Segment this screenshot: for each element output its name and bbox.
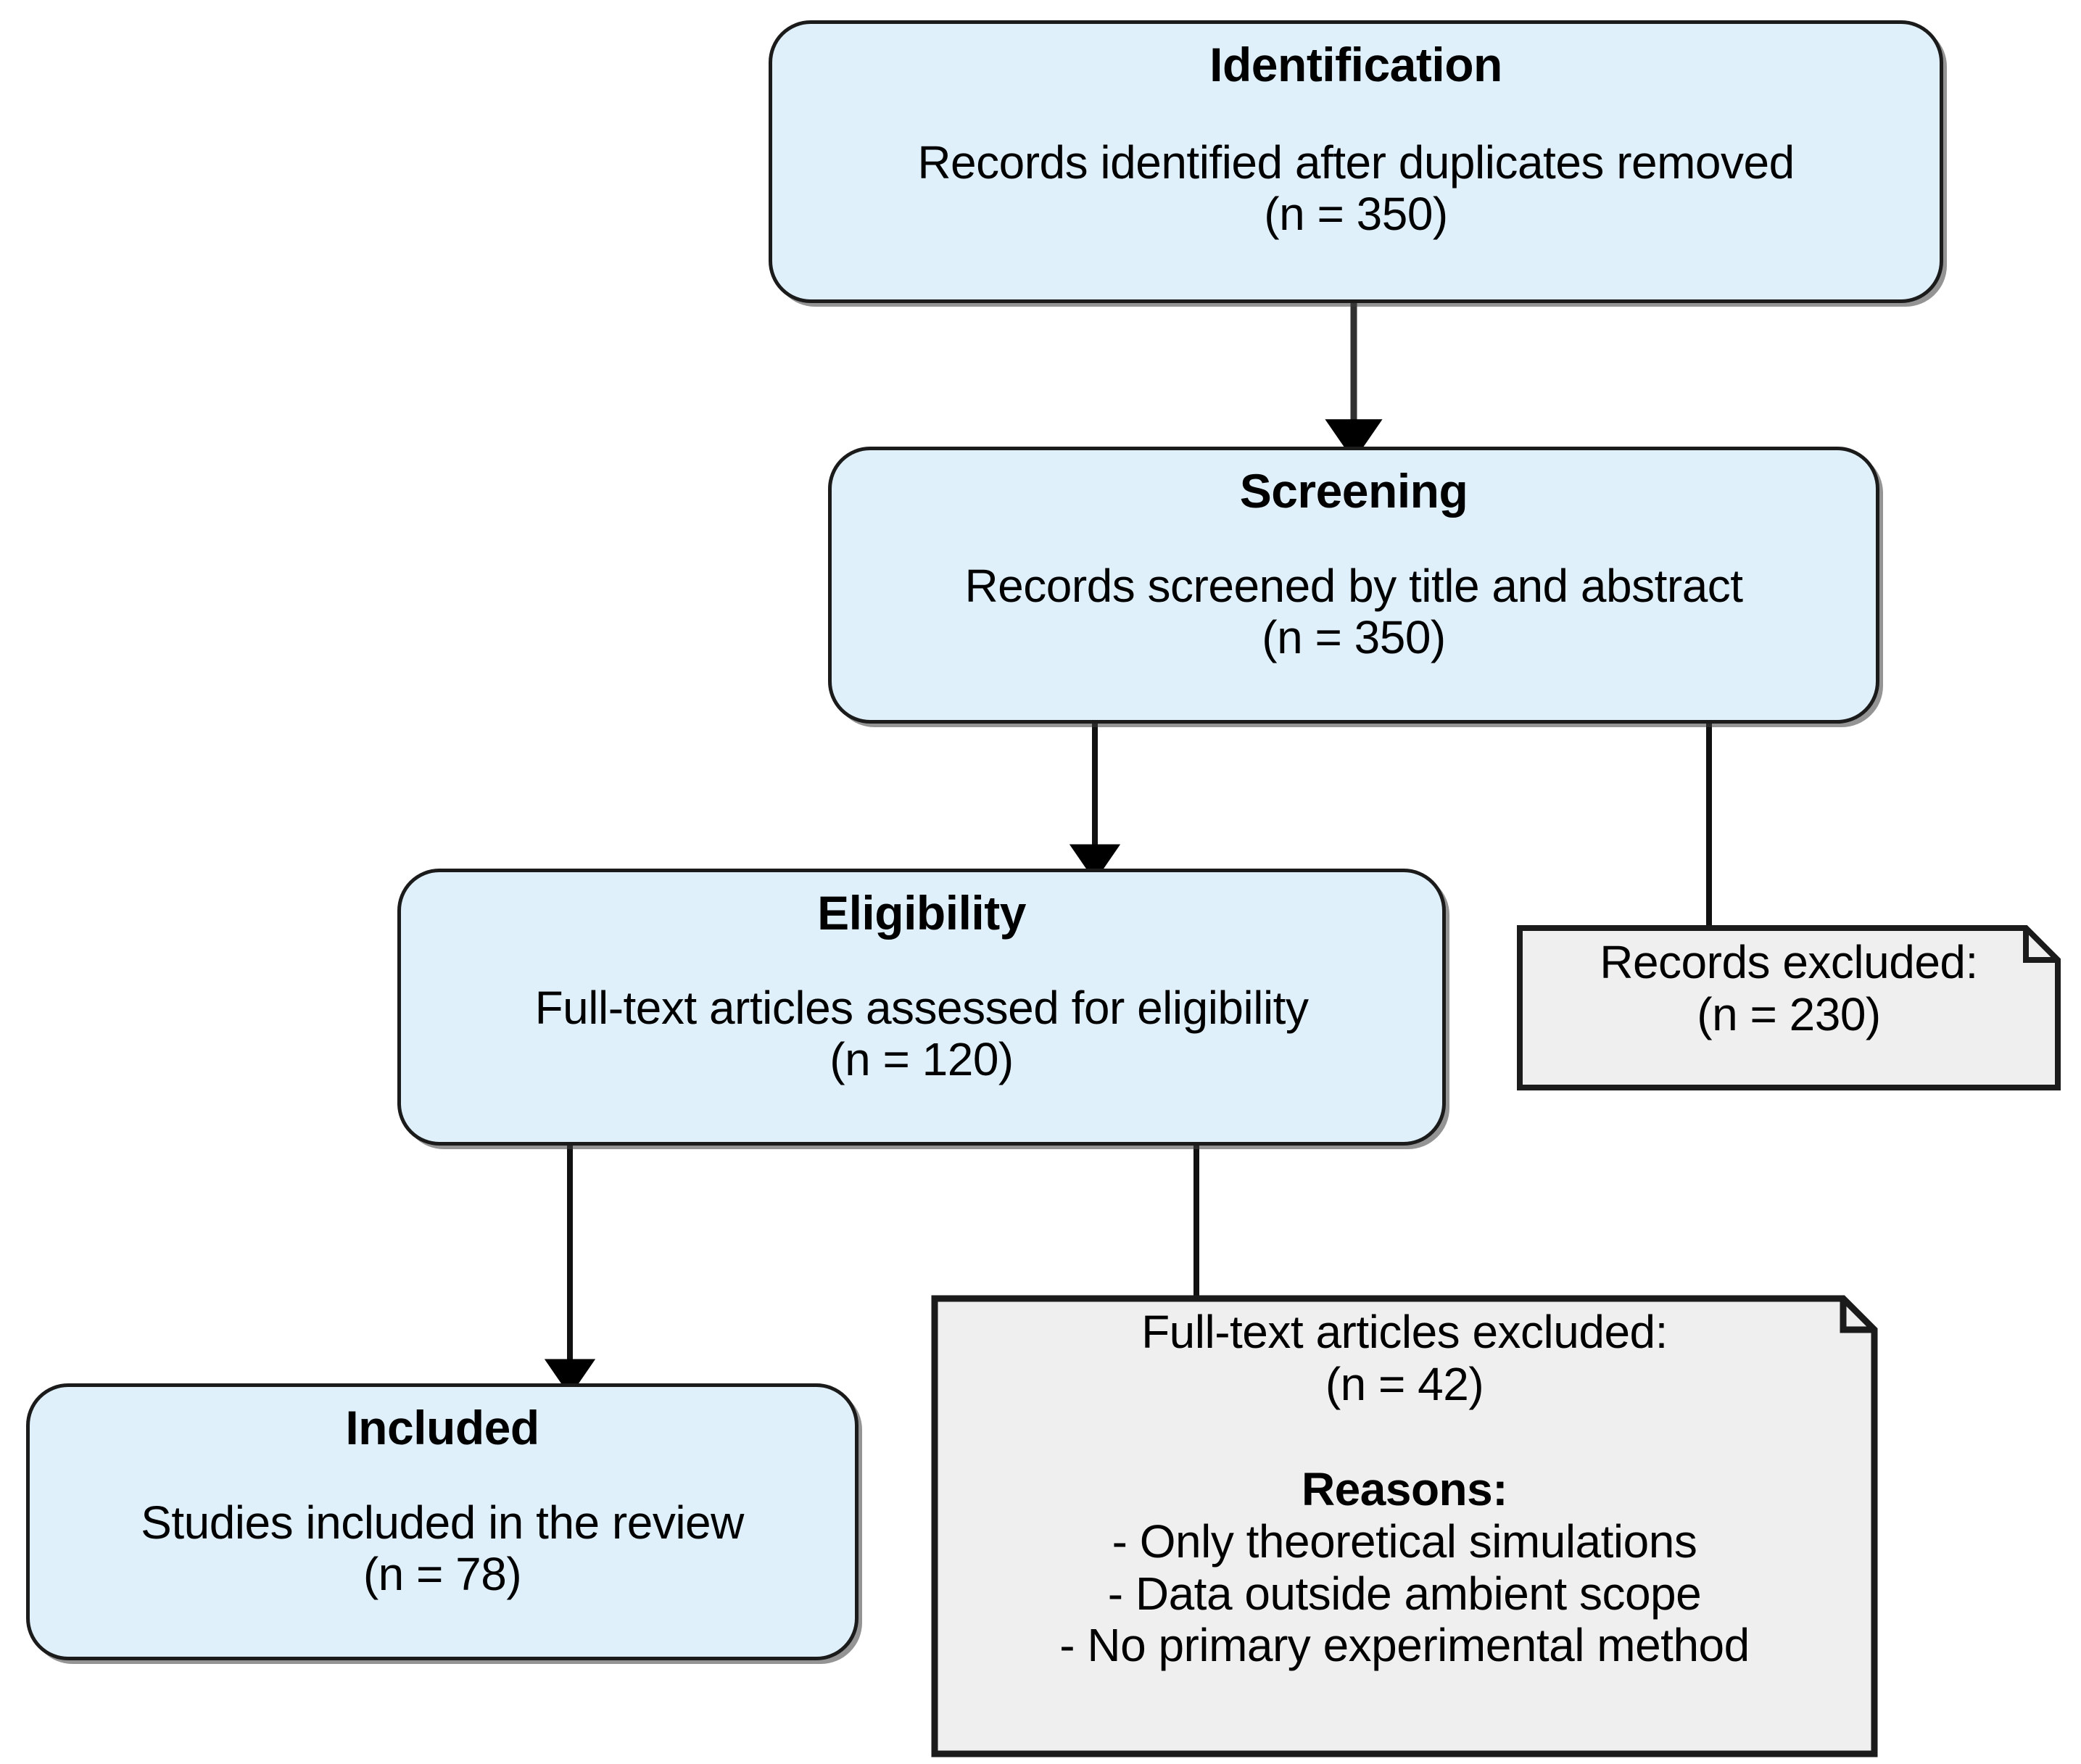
stage-body-identification-line2: (n = 350) — [1264, 187, 1448, 240]
stage-body-included-line1: Studies included in the review — [141, 1496, 744, 1549]
note-content-fulltext-excluded: Full-text articles excluded: (n = 42) Re… — [931, 1295, 1878, 1757]
stage-title-eligibility: Eligibility — [817, 886, 1026, 940]
note-reason-item: - No primary experimental method — [1059, 1619, 1750, 1672]
note-reasons-list: - Only theoretical simulations - Data ou… — [1059, 1515, 1750, 1672]
note-fulltext-excluded-line2: (n = 42) — [1325, 1357, 1484, 1410]
note-reason-item: - Data outside ambient scope — [1107, 1567, 1702, 1620]
stage-box-eligibility[interactable]: Eligibility Full-text articles assessed … — [397, 869, 1446, 1146]
stage-body-included-line2: (n = 78) — [363, 1547, 522, 1600]
note-shape-fulltext-excluded — [931, 1295, 1878, 1757]
note-records-excluded-line1: Records excluded: — [1600, 936, 1978, 988]
note-reasons-heading: Reasons: — [1301, 1463, 1508, 1516]
note-content-records-excluded: Records excluded: (n = 230) — [1517, 925, 2061, 1090]
stage-body-eligibility-line2: (n = 120) — [829, 1032, 1014, 1085]
stage-body-identification-line1: Records identified after duplicates remo… — [917, 136, 1795, 189]
stage-box-identification[interactable]: Identification Records identified after … — [769, 20, 1943, 303]
note-records-excluded[interactable]: Records excluded: (n = 230) — [1517, 925, 2061, 1090]
stage-box-screening[interactable]: Screening Records screened by title and … — [828, 447, 1879, 724]
note-fulltext-excluded[interactable]: Full-text articles excluded: (n = 42) Re… — [931, 1295, 1878, 1757]
stage-title-included: Included — [345, 1401, 539, 1454]
note-fulltext-excluded-line1: Full-text articles excluded: — [1141, 1306, 1668, 1358]
stage-box-included[interactable]: Included Studies included in the review … — [26, 1383, 859, 1660]
note-shape-records-excluded — [1517, 925, 2061, 1090]
note-records-excluded-line2: (n = 230) — [1697, 987, 1881, 1040]
stage-body-screening-line1: Records screened by title and abstract — [964, 560, 1743, 613]
stage-body-eligibility-line1: Full-text articles assessed for eligibil… — [534, 982, 1309, 1035]
note-reason-item: - Only theoretical simulations — [1112, 1515, 1697, 1568]
stage-title-identification: Identification — [1209, 38, 1502, 91]
stage-title-screening: Screening — [1239, 464, 1468, 518]
stage-body-screening-line2: (n = 350) — [1262, 610, 1446, 663]
